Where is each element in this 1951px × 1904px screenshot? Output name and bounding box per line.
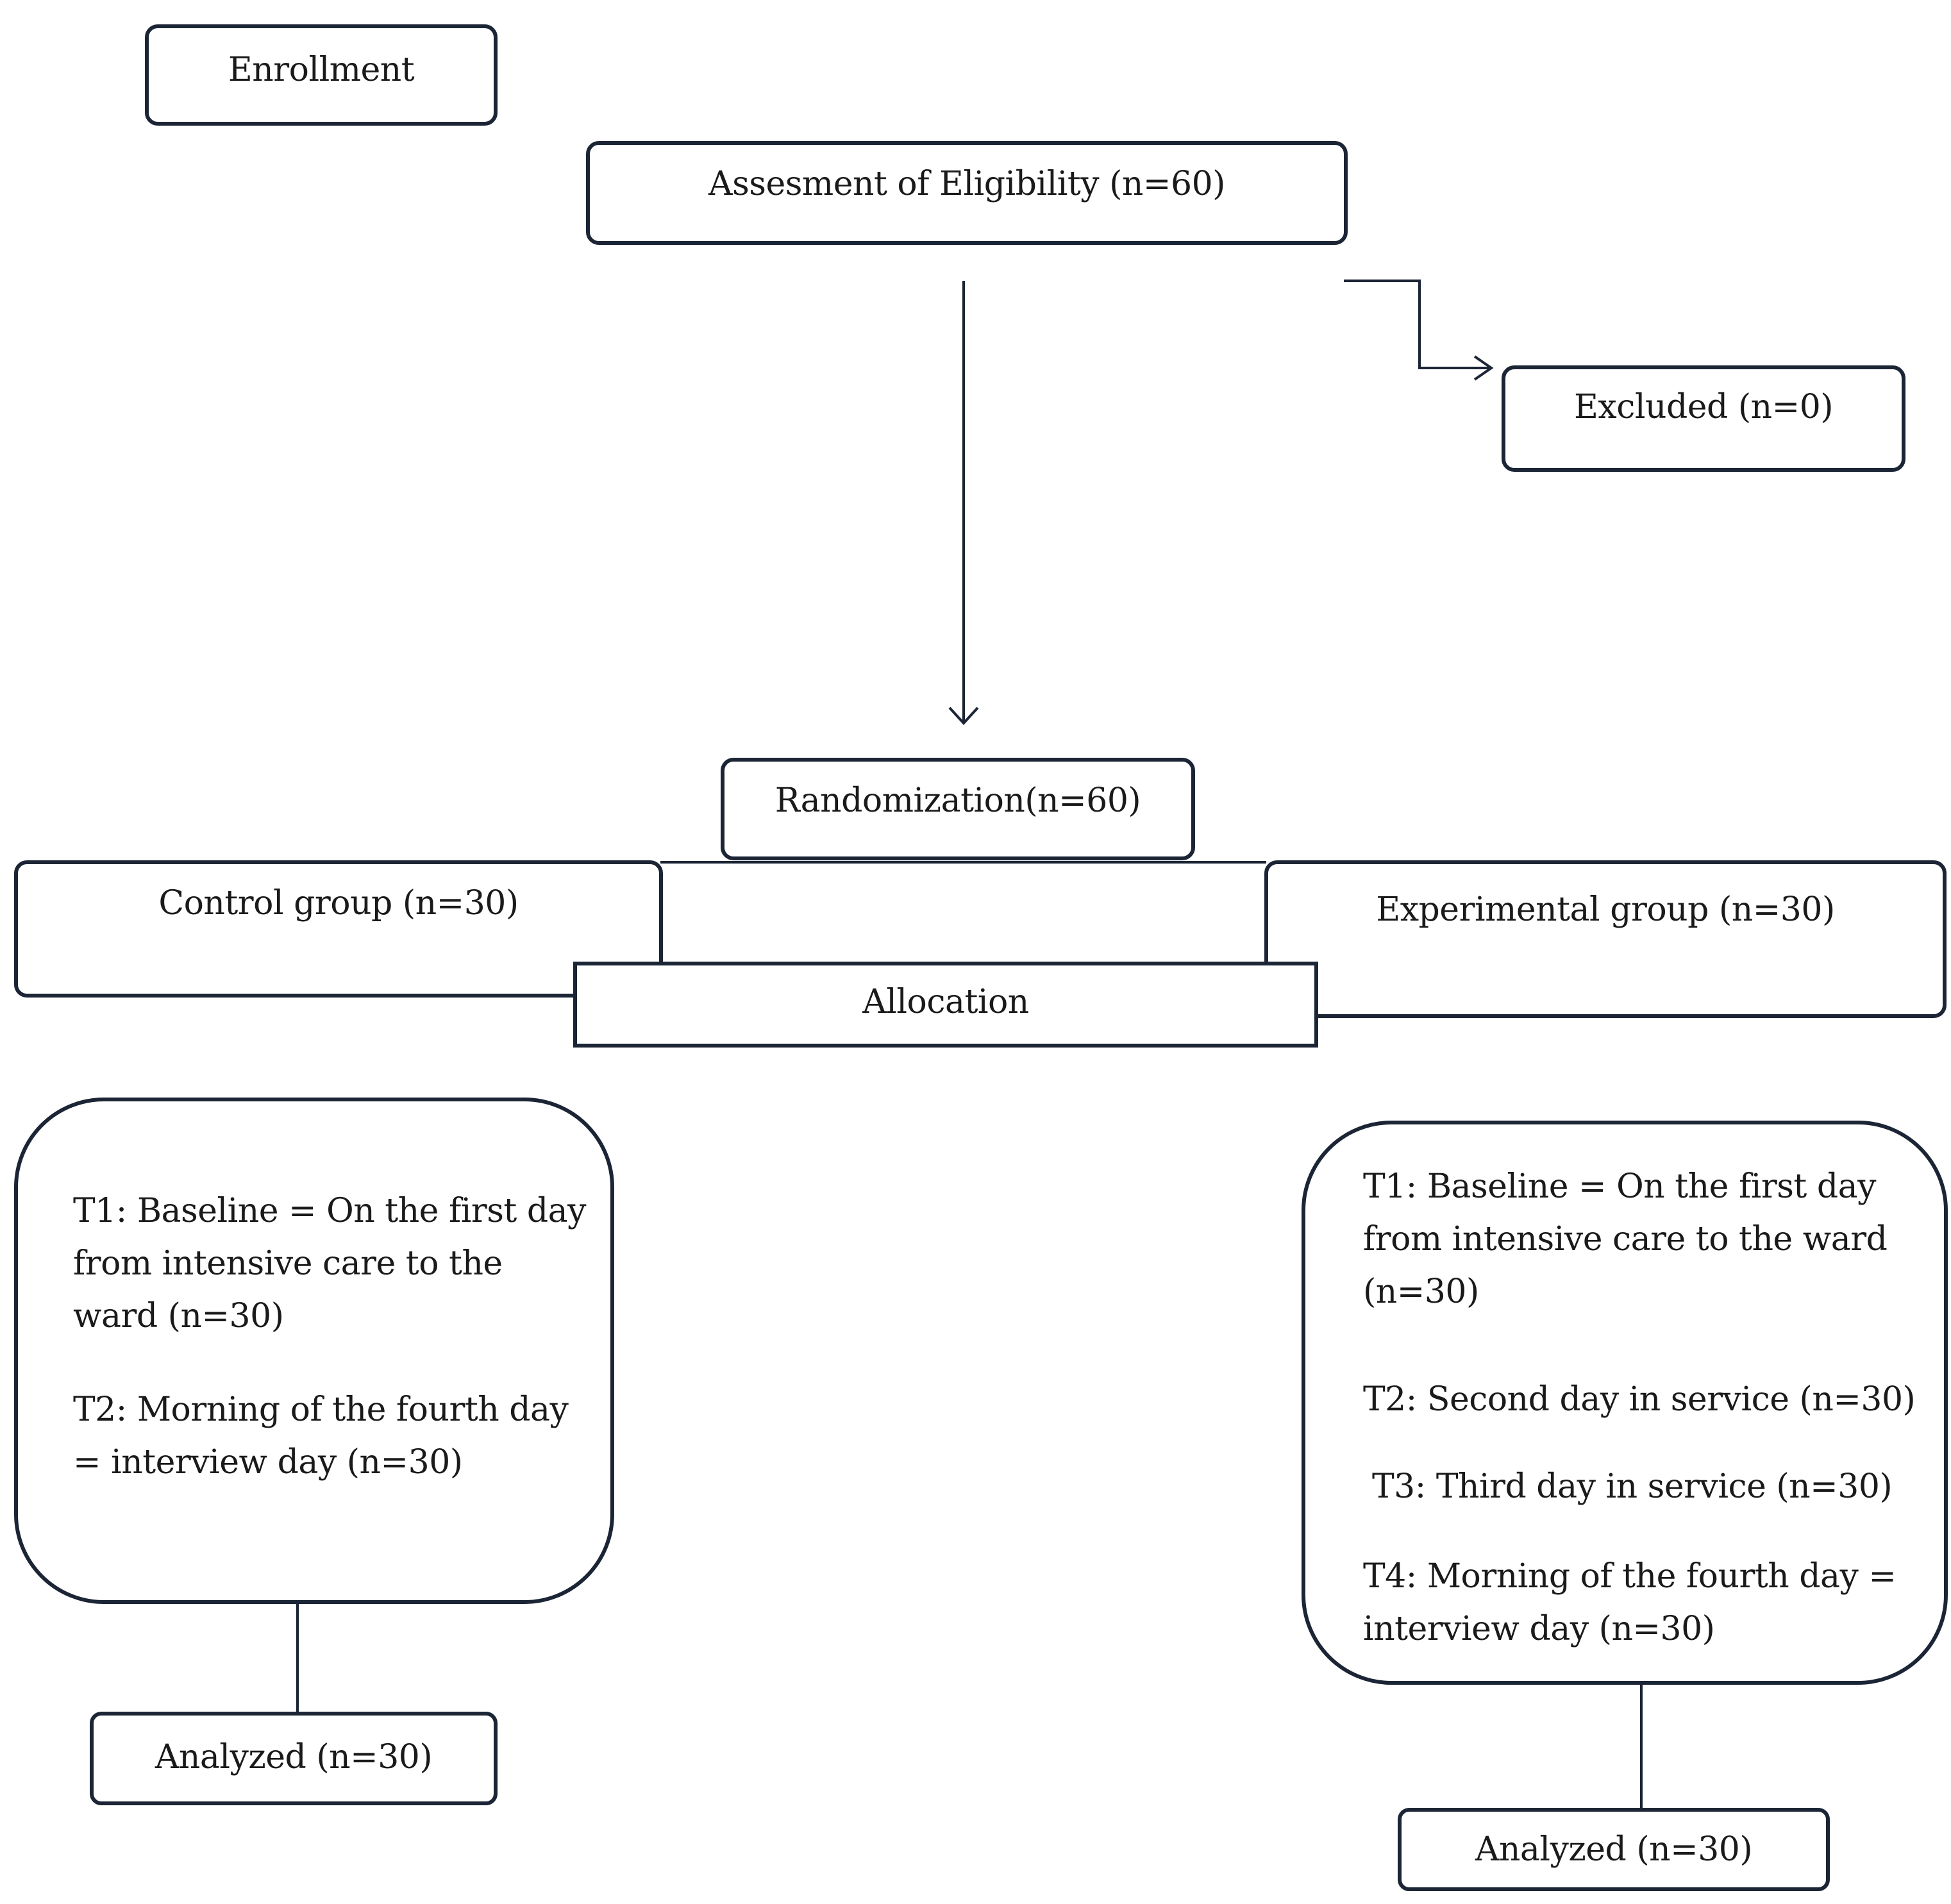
- control-group-label: Control group (n=30): [158, 884, 519, 923]
- experimental-timeline-item: T3: Third day in service (n=30): [1372, 1467, 1893, 1506]
- arrowhead-excluded: [1473, 355, 1494, 381]
- randomization-label: Randomization(n=60): [775, 781, 1141, 820]
- experimental-group-box: Experimental group (n=30): [1264, 860, 1947, 1018]
- experimental-timeline-item: T1: Baseline = On the first day from int…: [1363, 1167, 1888, 1311]
- allocation-box: Allocation: [573, 962, 1318, 1048]
- analyzed-control-box: Analyzed (n=30): [90, 1712, 498, 1805]
- enrollment-box: Enrollment: [145, 24, 498, 126]
- control-timeline-box: T1: Baseline = On the first day from int…: [14, 1098, 614, 1604]
- allocation-label: Allocation: [862, 983, 1029, 1021]
- eligibility-label: Assesment of Eligibility (n=60): [708, 165, 1225, 203]
- experimental-timeline-item: T4: Morning of the fourth day = intervie…: [1363, 1557, 1897, 1648]
- experimental-timeline-item: T2: Second day in service (n=30): [1363, 1380, 1916, 1419]
- enrollment-label: Enrollment: [228, 51, 415, 89]
- control-timeline-item: T2: Morning of the fourth day = intervie…: [73, 1390, 569, 1482]
- analyzed-experimental-box: Analyzed (n=30): [1398, 1808, 1830, 1891]
- connector-eligibility-to-excluded: [1344, 280, 1491, 369]
- arrowhead-randomization: [948, 706, 979, 725]
- eligibility-box: Assesment of Eligibility (n=60): [586, 141, 1348, 245]
- experimental-timeline-box: T1: Baseline = On the first day from int…: [1302, 1121, 1948, 1685]
- excluded-label: Excluded (n=0): [1573, 388, 1834, 426]
- experimental-group-label: Experimental group (n=30): [1376, 890, 1835, 929]
- analyzed-control-label: Analyzed (n=30): [155, 1738, 433, 1776]
- randomization-box: Randomization(n=60): [721, 758, 1195, 860]
- control-timeline-item: T1: Baseline = On the first day from int…: [73, 1192, 587, 1335]
- control-group-box: Control group (n=30): [14, 860, 663, 998]
- analyzed-experimental-label: Analyzed (n=30): [1475, 1830, 1753, 1869]
- excluded-box: Excluded (n=0): [1502, 365, 1905, 472]
